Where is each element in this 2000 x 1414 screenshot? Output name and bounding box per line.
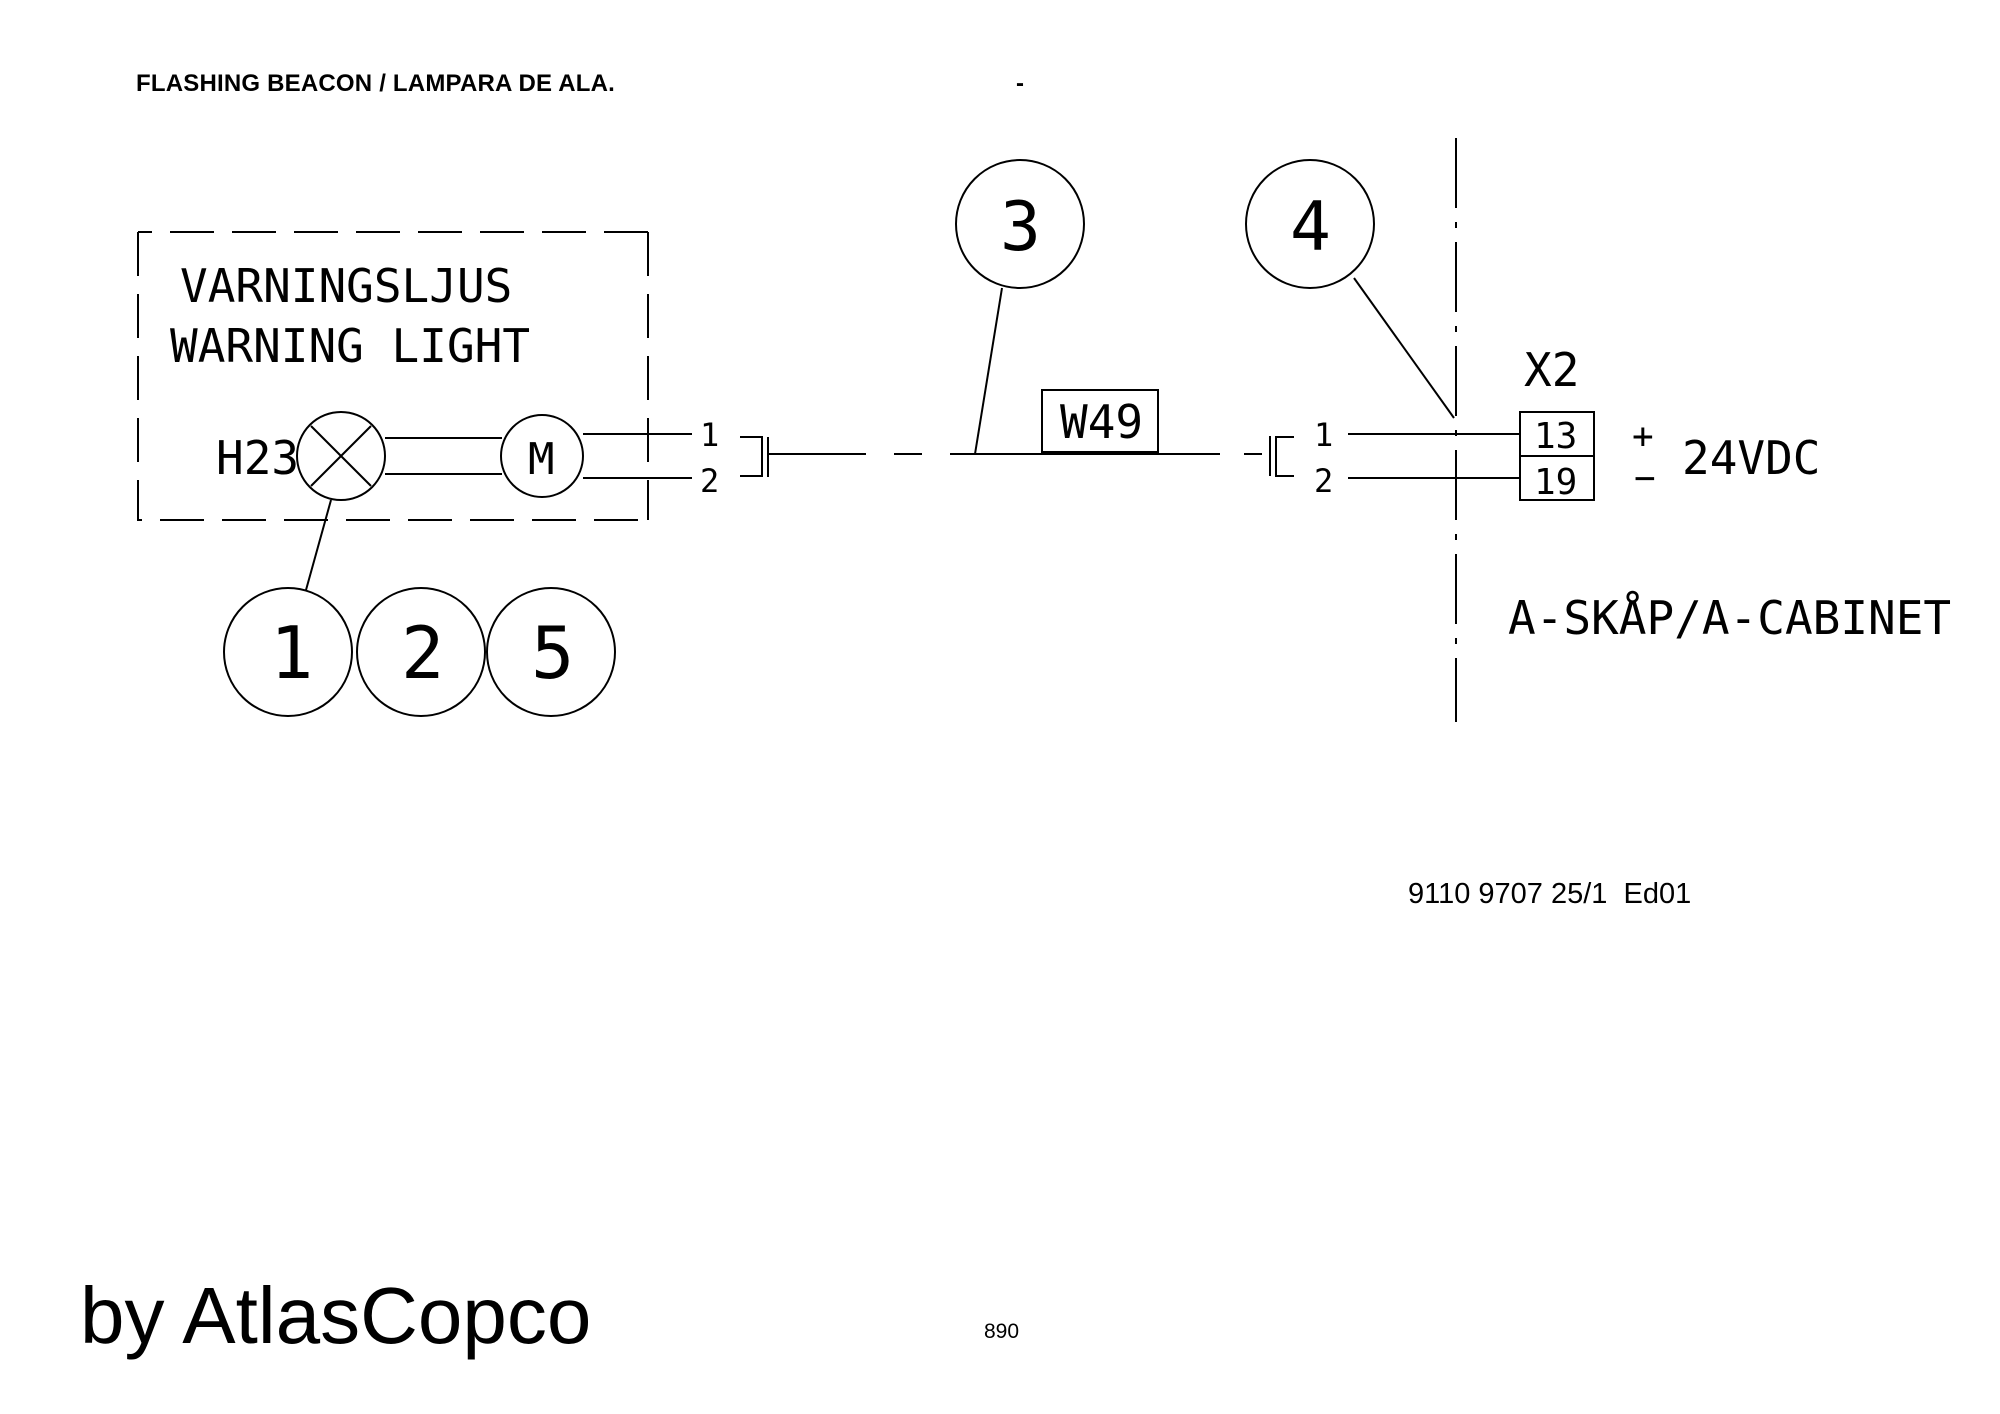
box-pin-1: 1 (700, 416, 719, 454)
brand-watermark: by AtlasCopco (80, 1271, 592, 1360)
lamp-ref: H23 (216, 431, 299, 485)
terminal-19-label: 19 (1534, 462, 1577, 503)
callout-5-label: 5 (531, 611, 574, 695)
lamp-cross-b (310, 425, 372, 487)
far-pin-1: 1 (1314, 416, 1333, 454)
warning-light-label-sv: VARNINGSLJUS (180, 259, 512, 313)
callout-balloon-3 (955, 159, 1085, 289)
leader-4 (1353, 277, 1455, 419)
lamp-symbol (296, 411, 386, 501)
warning-light-enclosure (137, 231, 648, 521)
callout-3-label: 3 (1000, 188, 1041, 267)
page-title: FLASHING BEACON / LAMPARA DE ALA. (136, 70, 616, 97)
document-number: 9110 9707 25/1 Ed01 (1408, 878, 1692, 910)
connector-bracket-left (740, 436, 763, 477)
title-separator: - (1016, 70, 1024, 97)
connector-bracket-right (1275, 436, 1294, 477)
far-pin-2: 2 (1314, 462, 1333, 500)
callout-2-label: 2 (401, 611, 444, 695)
cable-ref-box (1041, 389, 1159, 453)
cable-ref: W49 (1060, 395, 1143, 449)
polarity-minus: − (1634, 458, 1656, 499)
warning-light-label-en: WARNING LIGHT (170, 319, 530, 373)
box-pin-2: 2 (700, 462, 719, 500)
callout-4-label: 4 (1290, 188, 1331, 267)
polarity-plus: + (1632, 416, 1654, 457)
terminal-block-ref: X2 (1524, 343, 1579, 397)
leader-3 (974, 287, 1003, 455)
supply-voltage: 24VDC (1682, 431, 1820, 485)
page-number: 890 (984, 1320, 1020, 1343)
callout-balloon-2 (356, 587, 486, 717)
terminal-13-label: 13 (1534, 416, 1577, 457)
callout-balloon-5 (486, 587, 616, 717)
callout-balloon-1 (223, 587, 353, 717)
leader-1 (305, 499, 332, 591)
callout-1-label: 1 (270, 611, 313, 695)
motor-symbol (500, 414, 584, 498)
cabinet-label: A-SKÅP/A-CABINET (1508, 591, 1951, 645)
terminal-19-box (1519, 455, 1595, 501)
motor-ref: M (528, 434, 555, 485)
callout-balloon-4 (1245, 159, 1375, 289)
